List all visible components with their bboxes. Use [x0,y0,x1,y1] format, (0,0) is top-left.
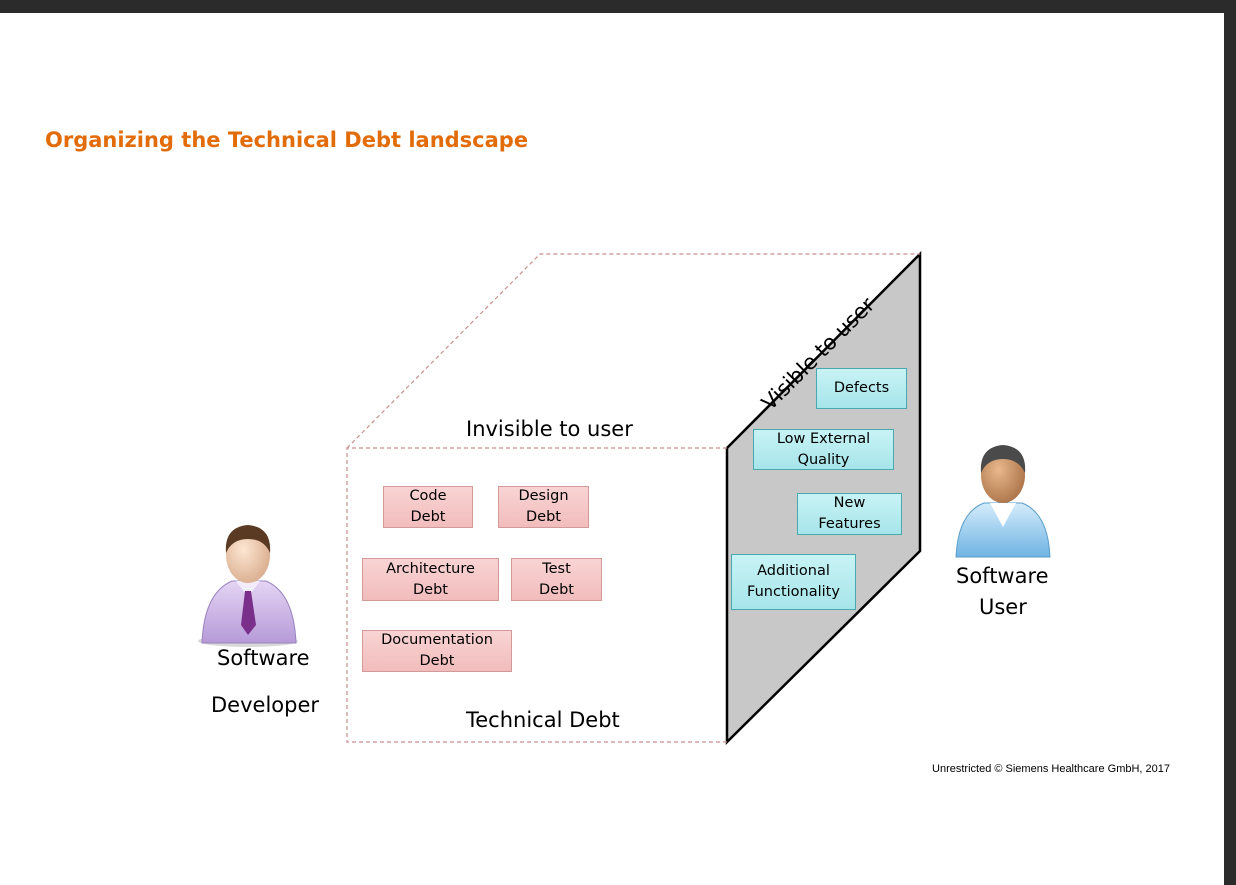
architecture-debt-box: Architecture Debt [362,558,499,601]
slide: Organizing the Technical Debt landscape … [0,13,1224,885]
code-debt-box: Code Debt [383,486,473,528]
new-features-box: New Features [797,493,902,535]
top-face-outline [346,253,920,449]
test-debt-box: Test Debt [511,558,602,601]
documentation-debt-box: Documentation Debt [362,630,512,672]
front-face-outline [346,447,727,743]
low-external-quality-box: Low External Quality [753,429,894,470]
design-debt-box: Design Debt [498,486,589,528]
technical-debt-label: Technical Debt [466,708,620,732]
developer-label-line2: Developer [211,693,320,717]
invisible-to-user-label: Invisible to user [466,417,633,441]
developer-label-line1: Software [217,646,310,670]
slide-title: Organizing the Technical Debt landscape [45,128,529,152]
user-label-line2: User [979,595,1027,619]
defects-box: Defects [816,368,907,409]
additional-functionality-box: Additional Functionality [731,554,856,610]
copyright-footer: Unrestricted © Siemens Healthcare GmbH, … [932,763,1170,775]
user-label-line1: Software [956,564,1049,588]
developer-avatar-icon [198,525,298,647]
user-avatar-icon [955,445,1051,558]
